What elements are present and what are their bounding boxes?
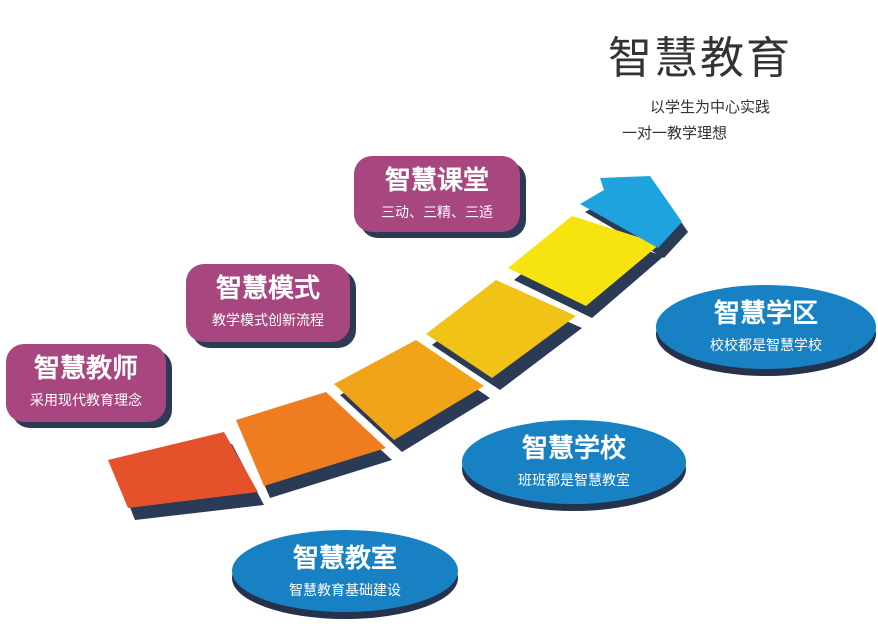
box-smart-classroom-title: 智慧课堂 bbox=[384, 166, 489, 196]
ellipse-smart-school: 智慧学校 班班都是智慧教室 bbox=[462, 420, 686, 504]
ellipse-smart-district: 智慧学区 校校都是智慧学校 bbox=[656, 285, 876, 369]
subtitle-line-2: 一对一教学理想 bbox=[622, 124, 728, 142]
ellipse-smart-district-desc: 校校都是智慧学校 bbox=[710, 338, 822, 354]
box-smart-classroom-desc: 三动、三精、三适 bbox=[381, 205, 493, 221]
page-title: 智慧教育 bbox=[608, 33, 792, 84]
ellipse-smart-district-title: 智慧学区 bbox=[713, 299, 818, 329]
box-smart-mode-desc: 教学模式创新流程 bbox=[212, 313, 324, 329]
box-smart-mode: 智慧模式 教学模式创新流程 bbox=[186, 264, 350, 342]
box-smart-teacher: 智慧教师 采用现代教育理念 bbox=[6, 344, 166, 422]
ellipse-smart-room-title: 智慧教室 bbox=[292, 544, 397, 574]
ellipse-smart-room-desc: 智慧教育基础建设 bbox=[289, 583, 401, 599]
subtitle-line-1: 以学生为中心实践 bbox=[650, 98, 771, 116]
box-smart-classroom: 智慧课堂 三动、三精、三适 bbox=[354, 156, 520, 232]
ellipse-smart-room: 智慧教室 智慧教育基础建设 bbox=[232, 530, 458, 612]
box-smart-teacher-title: 智慧教师 bbox=[33, 354, 138, 384]
ellipse-smart-school-title: 智慧学校 bbox=[521, 434, 626, 464]
step-2 bbox=[236, 392, 386, 486]
step-1 bbox=[108, 432, 258, 508]
step-4 bbox=[426, 280, 576, 378]
arrow-head bbox=[580, 176, 682, 248]
box-smart-teacher-desc: 采用现代教育理念 bbox=[30, 393, 142, 409]
ellipse-smart-school-desc: 班班都是智慧教室 bbox=[518, 473, 630, 489]
box-smart-mode-title: 智慧模式 bbox=[215, 274, 320, 304]
step-5 bbox=[508, 216, 660, 306]
step-3 bbox=[334, 340, 484, 440]
